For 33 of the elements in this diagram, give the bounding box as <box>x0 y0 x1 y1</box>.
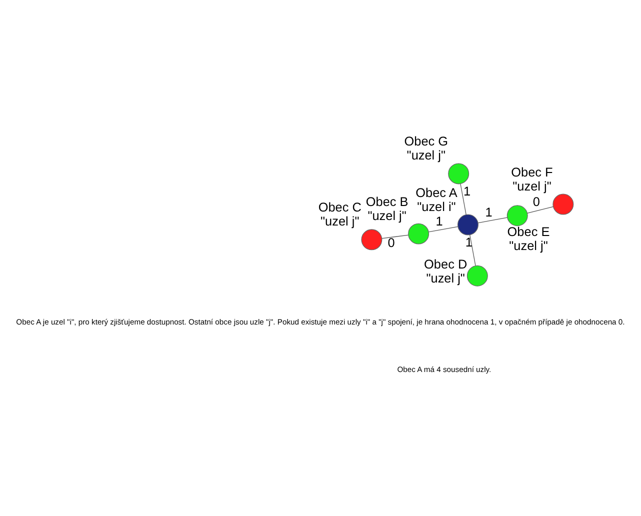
edge-label: 1 <box>465 234 472 249</box>
node-label: Obec E <box>507 223 550 238</box>
node-label: Obec C <box>318 199 362 214</box>
edge-label: 0 <box>532 194 540 209</box>
node-label: Obec F <box>511 164 553 179</box>
connector <box>478 216 508 223</box>
edge-label: 1 <box>464 182 471 198</box>
connector <box>460 182 466 215</box>
node-label: "uzel j" <box>320 213 360 228</box>
node-label: Obec G <box>404 133 448 148</box>
node-label: "uzel j" <box>426 270 465 285</box>
node-circle <box>466 264 488 286</box>
node-label: Obec A <box>416 184 458 200</box>
node-label: "uzel j" <box>512 178 552 193</box>
node-circle <box>361 228 382 250</box>
node-label: Obec B <box>366 193 408 208</box>
connector <box>526 206 554 213</box>
node-label: "uzel j" <box>406 147 446 162</box>
edge-label: 1 <box>436 213 443 228</box>
node-circle <box>506 204 528 226</box>
connector <box>470 234 476 266</box>
node-circle <box>457 214 478 235</box>
node-label: "uzel j" <box>509 237 548 252</box>
node-circle <box>552 193 574 214</box>
node-circle <box>448 162 470 184</box>
node-label: Obec D <box>424 256 468 271</box>
connector <box>382 234 409 238</box>
node-label: "uzel j" <box>368 207 406 222</box>
connector <box>428 226 458 232</box>
edge-label: 1 <box>485 204 492 219</box>
node-circle <box>408 222 430 244</box>
edge-label: 0 <box>388 234 395 250</box>
node-label: "uzel i" <box>417 198 456 214</box>
